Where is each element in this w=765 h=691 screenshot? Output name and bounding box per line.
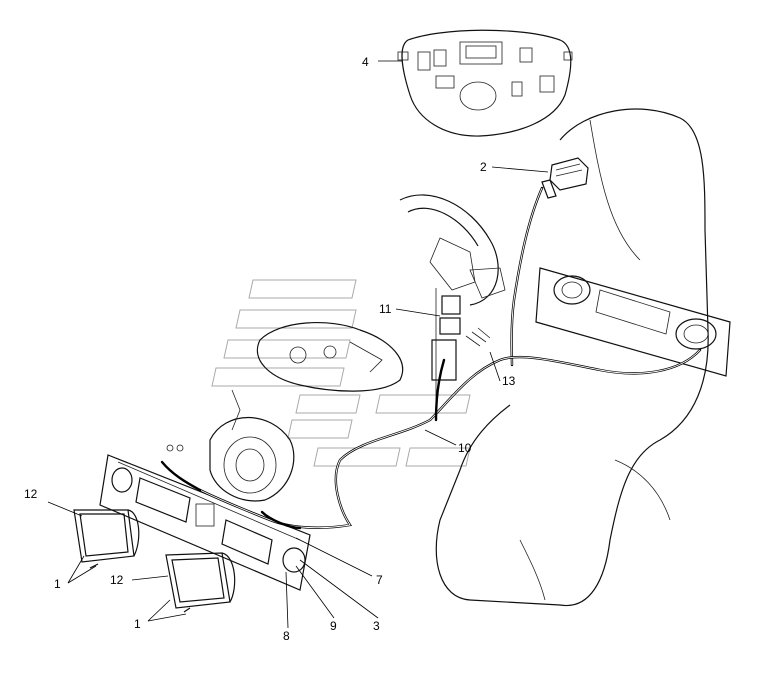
callout-1-lower: 1 [134, 617, 141, 631]
headlight-lower [165, 552, 236, 609]
watermark-logo [211, 279, 471, 467]
engine-sketch [209, 322, 404, 502]
cab-body-outline [435, 108, 709, 607]
callout-10: 10 [458, 441, 472, 455]
callout-1-upper: 1 [54, 577, 61, 591]
callout-11: 11 [379, 302, 392, 316]
callout-8: 8 [283, 629, 290, 643]
mounting-screws [89, 444, 191, 613]
callout-9: 9 [330, 619, 337, 633]
callout-12-lower: 12 [110, 573, 124, 587]
callout-13: 13 [502, 374, 516, 388]
leader-lines [47, 60, 549, 629]
callout-4: 4 [362, 55, 369, 69]
callout-7: 7 [376, 573, 383, 587]
steering-column [399, 194, 506, 306]
rear-light-panel [535, 267, 731, 377]
callout-labels: 4 2 11 13 10 12 1 12 1 7 3 9 8 [24, 55, 516, 643]
callout-3: 3 [373, 619, 380, 633]
headlight-upper [73, 509, 140, 563]
callout-12-upper: 12 [24, 487, 38, 501]
switch-module [541, 157, 589, 199]
wiring-harness [160, 186, 702, 530]
instrument-cluster-panel [397, 29, 573, 137]
callout-2: 2 [480, 160, 487, 174]
